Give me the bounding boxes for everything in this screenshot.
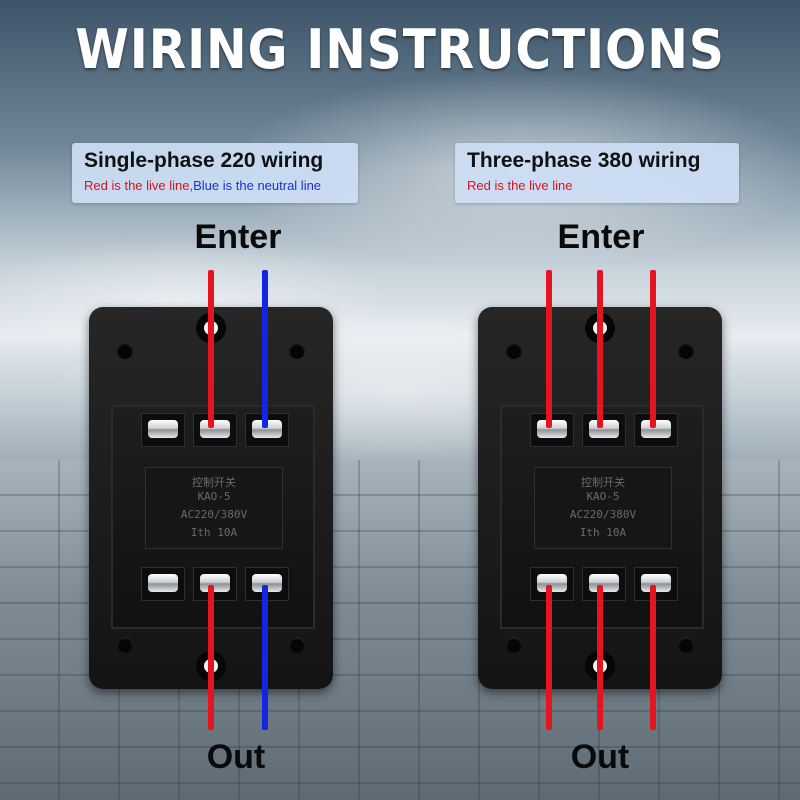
right-output-live-wire-3 (650, 585, 656, 730)
right-enter-label: Enter (557, 218, 645, 256)
panel-line-3: AC220/380V (180, 508, 248, 521)
terminal-l1 (530, 413, 574, 447)
right-input-live-wire-2 (597, 270, 603, 428)
contactor-block: 控制开关 KAO-5 AC220/380V Ith 10A (500, 405, 704, 629)
screw (252, 574, 282, 592)
terminal-l2 (193, 413, 237, 447)
terminal-t3 (634, 567, 678, 601)
screw (148, 420, 178, 438)
single-phase-info-box: Single-phase 220 wiring Red is the live … (72, 143, 358, 203)
neutral-line-note: Blue is the neutral line (193, 178, 322, 193)
screw (641, 574, 671, 592)
screw (252, 420, 282, 438)
terminal-l3 (634, 413, 678, 447)
rivet (678, 637, 694, 653)
left-output-live-wire (208, 585, 214, 730)
rivet (506, 637, 522, 653)
right-input-live-wire-1 (546, 270, 552, 428)
left-input-neutral-wire (262, 270, 268, 428)
panel-line-4: Ith 10A (579, 526, 627, 539)
panel-line-2: KAO-5 (586, 490, 620, 503)
terminal-t1 (530, 567, 574, 601)
screw (148, 574, 178, 592)
screw (589, 574, 619, 592)
spec-panel: 控制开关 KAO-5 AC220/380V Ith 10A (534, 467, 672, 549)
screw (200, 420, 230, 438)
right-input-live-wire-3 (650, 270, 656, 428)
right-output-live-wire-2 (597, 585, 603, 730)
panel-line-1: 控制开关 (192, 476, 236, 489)
terminal-t2 (582, 567, 626, 601)
panel-line-2: KAO-5 (197, 490, 231, 503)
terminal-l1 (141, 413, 185, 447)
rivet (289, 637, 305, 653)
right-out-label: Out (570, 738, 630, 776)
rivet (506, 343, 522, 359)
left-output-neutral-wire (262, 585, 268, 730)
three-phase-subtitle: Red is the live line (467, 178, 573, 193)
left-input-live-wire (208, 270, 214, 428)
rivet (289, 343, 305, 359)
panel-line-1: 控制开关 (581, 476, 625, 489)
screw (537, 574, 567, 592)
page-title: WIRING INSTRUCTIONS (75, 18, 725, 81)
single-phase-heading: Single-phase 220 wiring (84, 149, 324, 172)
left-enter-label: Enter (194, 218, 282, 256)
rivet (117, 637, 133, 653)
live-line-note: Red is the live line, (84, 178, 194, 193)
single-phase-subtitle: Red is the live line,Blue is the neutral… (84, 178, 321, 193)
spec-panel: 控制开关 KAO-5 AC220/380V Ith 10A (145, 467, 283, 549)
screw (589, 420, 619, 438)
rivet (678, 343, 694, 359)
live-line-note: Red is the live line (467, 178, 573, 193)
screw (200, 574, 230, 592)
screw (641, 420, 671, 438)
three-phase-info-box: Three-phase 380 wiring Red is the live l… (455, 143, 739, 203)
right-switch: 控制开关 KAO-5 AC220/380V Ith 10A (478, 307, 722, 689)
terminal-l3 (245, 413, 289, 447)
right-output-live-wire-1 (546, 585, 552, 730)
terminal-t1 (141, 567, 185, 601)
three-phase-heading: Three-phase 380 wiring (467, 149, 701, 172)
rivet (117, 343, 133, 359)
terminal-l2 (582, 413, 626, 447)
terminal-t2 (193, 567, 237, 601)
panel-line-4: Ith 10A (190, 526, 238, 539)
left-out-label: Out (206, 738, 266, 776)
screw (537, 420, 567, 438)
panel-line-3: AC220/380V (569, 508, 637, 521)
